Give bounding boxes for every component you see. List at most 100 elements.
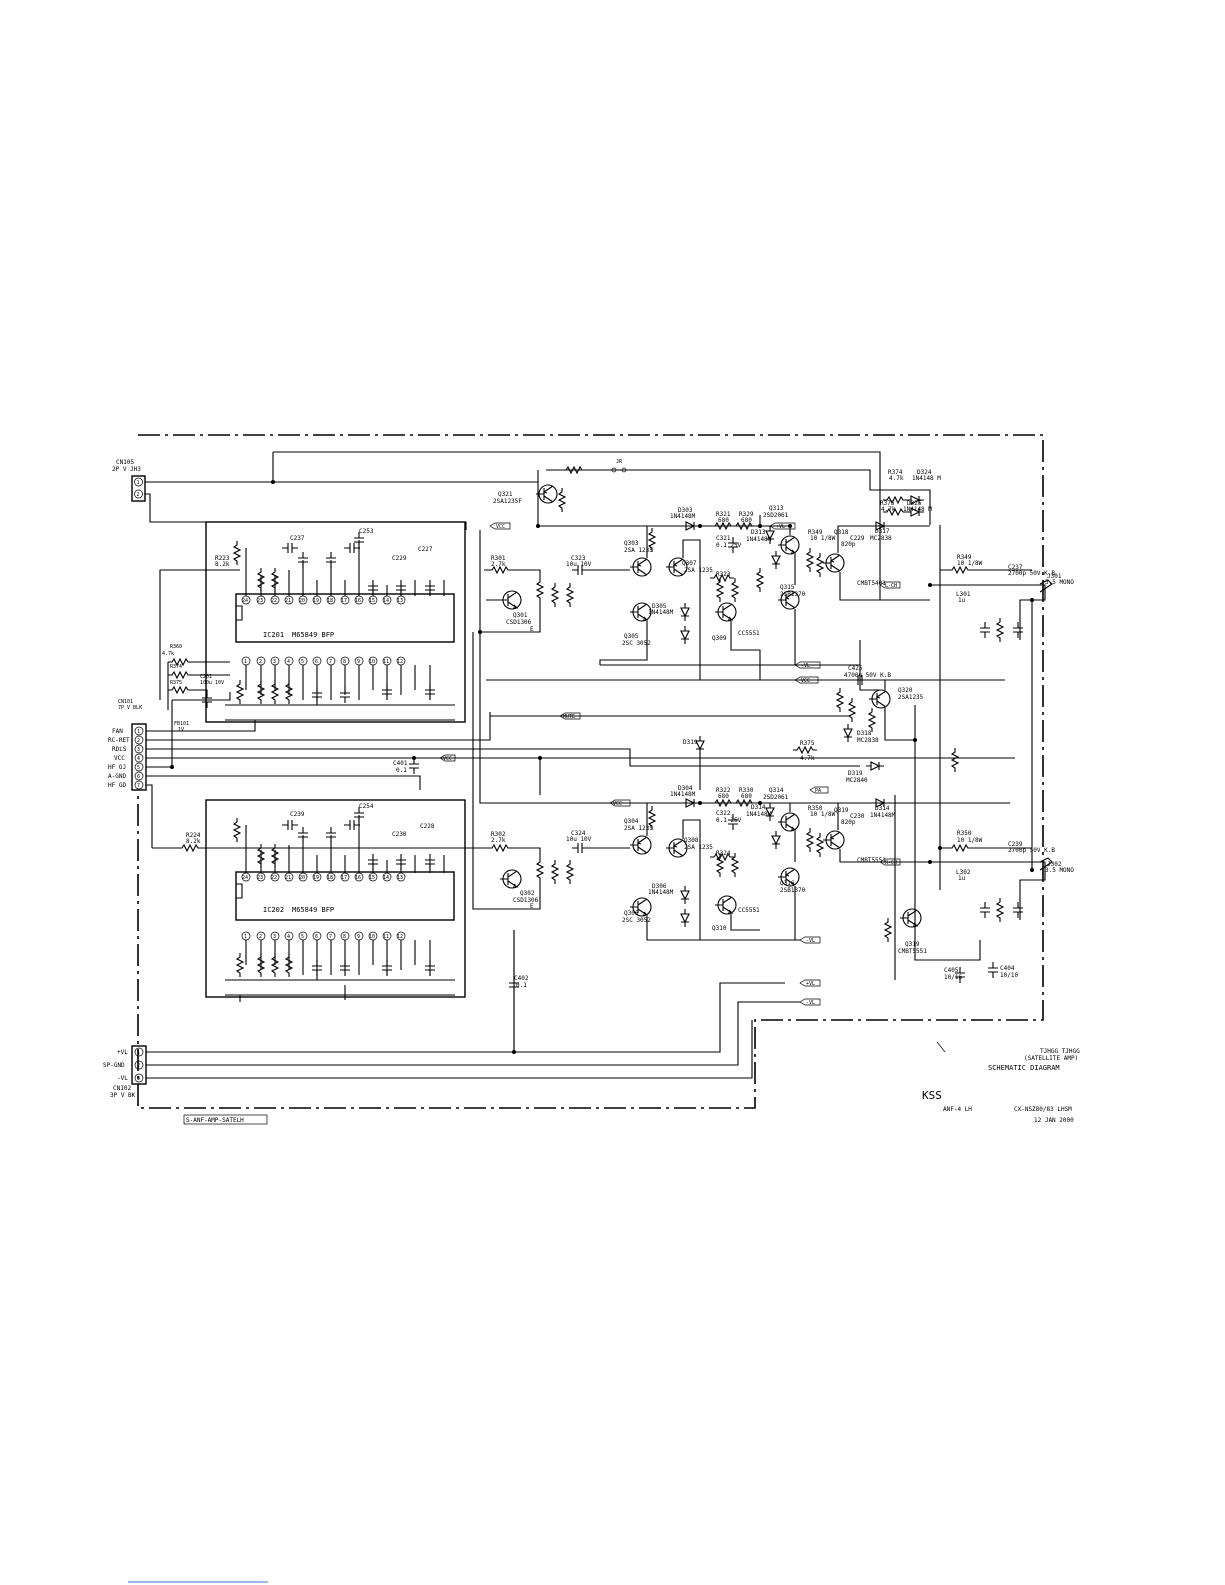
svg-text:1N4148M: 1N4148M xyxy=(870,812,896,819)
svg-text:10u 10V: 10u 10V xyxy=(566,561,592,568)
svg-text:820p: 820p xyxy=(841,541,856,548)
svg-text:CC5551: CC5551 xyxy=(738,630,760,637)
svg-text:20: 20 xyxy=(299,875,305,881)
svg-text:10: 10 xyxy=(369,934,375,940)
svg-text:5: 5 xyxy=(301,934,304,940)
svg-text:2SA 1235: 2SA 1235 xyxy=(684,844,713,851)
svg-text:3: 3 xyxy=(137,747,140,753)
svg-text:2SC 3052: 2SC 3052 xyxy=(622,917,651,924)
svg-text:Q303: Q303 xyxy=(624,540,639,547)
svg-text:D324: D324 xyxy=(917,469,932,476)
svg-text:16: 16 xyxy=(355,598,361,604)
svg-text:MUTE: MUTE xyxy=(563,714,575,720)
svg-text:Q304: Q304 xyxy=(624,818,639,825)
svg-text:R-CH: R-CH xyxy=(885,860,897,866)
svg-text:C229: C229 xyxy=(392,555,407,562)
svg-text:13: 13 xyxy=(397,598,403,604)
svg-text:R350: R350 xyxy=(808,805,823,812)
net-labels: VCC +VL -VL VCC MUTE VCC VCC PA L-CH R-C… xyxy=(439,522,901,1006)
ic201-bottom-pins: 1 2 3 4 5 6 7 8 9 10 11 12 xyxy=(241,656,406,666)
svg-text:Q320: Q320 xyxy=(898,687,913,694)
cn101-type: 7P V BLK xyxy=(118,705,142,711)
svg-text:100u 10V: 100u 10V xyxy=(200,680,224,686)
svg-text:1V: 1V xyxy=(178,727,184,733)
cn101-label-a-gnd: A-GND xyxy=(108,773,126,780)
cn101-label-hf-gd: HF GD xyxy=(108,782,126,789)
junction-dots xyxy=(170,480,1034,1054)
cn101-label-vcc: VCC xyxy=(114,755,125,762)
svg-text:13: 13 xyxy=(397,875,403,881)
svg-text:4.7k: 4.7k xyxy=(800,755,815,762)
svg-text:3.5 MONO: 3.5 MONO xyxy=(1045,579,1074,586)
svg-text:2SA 1235: 2SA 1235 xyxy=(624,547,653,554)
svg-text:R223: R223 xyxy=(215,555,230,562)
cn102-label-minus-vl: -VL xyxy=(117,1075,128,1082)
cn105-type: 2P V JH3 xyxy=(112,466,141,473)
svg-text:680: 680 xyxy=(718,517,729,524)
svg-text:3.5 MONO: 3.5 MONO xyxy=(1045,867,1074,874)
svg-text:12: 12 xyxy=(397,934,403,940)
svg-text:Q301: Q301 xyxy=(513,612,528,619)
svg-text:1N4148M: 1N4148M xyxy=(648,609,674,616)
svg-text:680: 680 xyxy=(718,793,729,800)
svg-text:4.7k: 4.7k xyxy=(881,506,896,513)
model-number: CX-NSZ80/83 LHSM xyxy=(1014,1106,1072,1113)
svg-text:L301: L301 xyxy=(956,591,971,598)
svg-text:Q308: Q308 xyxy=(684,837,699,844)
svg-text:Q310: Q310 xyxy=(712,925,727,932)
input-network: R360 4.7k R374 R375 C201 100u 10V FB101 … xyxy=(152,644,240,852)
svg-text:1: 1 xyxy=(244,934,247,940)
svg-text:18: 18 xyxy=(327,875,333,881)
svg-text:MC2838: MC2838 xyxy=(870,535,892,542)
svg-text:Q313: Q313 xyxy=(769,505,784,512)
svg-text:D306: D306 xyxy=(652,883,667,890)
svg-text:1N4148M: 1N4148M xyxy=(746,536,772,543)
svg-text:2: 2 xyxy=(137,738,140,744)
svg-text:Q309: Q309 xyxy=(712,635,727,642)
svg-text:820p: 820p xyxy=(841,819,856,826)
ic201-ref: IC201 xyxy=(263,631,284,639)
svg-text:8.2k: 8.2k xyxy=(186,838,201,845)
svg-text:-VL: -VL xyxy=(806,1000,815,1006)
svg-text:C402: C402 xyxy=(514,975,529,982)
svg-text:10/16: 10/16 xyxy=(944,974,962,981)
svg-text:3: 3 xyxy=(273,934,276,940)
svg-text:5: 5 xyxy=(137,765,140,771)
svg-text:R374: R374 xyxy=(170,664,182,670)
svg-text:9: 9 xyxy=(357,659,360,665)
svg-text:16: 16 xyxy=(355,875,361,881)
svg-text:Q319: Q319 xyxy=(834,807,849,814)
svg-text:D319: D319 xyxy=(683,739,698,746)
svg-text:6: 6 xyxy=(315,659,318,665)
cn102-label-plus-vl: +VL xyxy=(117,1049,128,1056)
svg-text:C229: C229 xyxy=(850,535,865,542)
svg-text:R374: R374 xyxy=(888,469,903,476)
svg-text:D317: D317 xyxy=(875,528,890,535)
svg-text:9: 9 xyxy=(357,934,360,940)
svg-text:2SA1235: 2SA1235 xyxy=(898,694,924,701)
svg-text:C322: C322 xyxy=(716,810,731,817)
cn105-ref: CN105 xyxy=(116,459,134,466)
svg-text:Q315: Q315 xyxy=(780,584,795,591)
svg-text:Q307: Q307 xyxy=(682,560,697,567)
svg-text:3: 3 xyxy=(273,659,276,665)
svg-text:1: 1 xyxy=(244,659,247,665)
cn105-pin-1: 1 xyxy=(137,480,140,486)
svg-text:C405: C405 xyxy=(944,967,959,974)
svg-text:8: 8 xyxy=(343,934,346,940)
svg-text:R360: R360 xyxy=(170,644,182,650)
svg-text:R321: R321 xyxy=(716,511,731,518)
svg-text:20: 20 xyxy=(299,598,305,604)
title-block: TJHGG TJHGG (SATELLITE AMP) SCHEMATIC DI… xyxy=(922,1041,1080,1124)
svg-text:C323: C323 xyxy=(571,555,586,562)
svg-text:18: 18 xyxy=(327,598,333,604)
cn101-label-rdls: RDLS xyxy=(112,746,127,753)
cn101-ref: CN101 xyxy=(118,699,133,705)
svg-text:C230: C230 xyxy=(392,831,407,838)
svg-text:S-ANF-AMP-SATELH: S-ANF-AMP-SATELH xyxy=(186,1117,244,1124)
svg-text:Q305: Q305 xyxy=(624,633,639,640)
svg-text:Q319: Q319 xyxy=(905,941,920,948)
svg-text:E: E xyxy=(530,626,534,633)
svg-text:C321: C321 xyxy=(716,535,731,542)
svg-text:D319: D319 xyxy=(848,770,863,777)
